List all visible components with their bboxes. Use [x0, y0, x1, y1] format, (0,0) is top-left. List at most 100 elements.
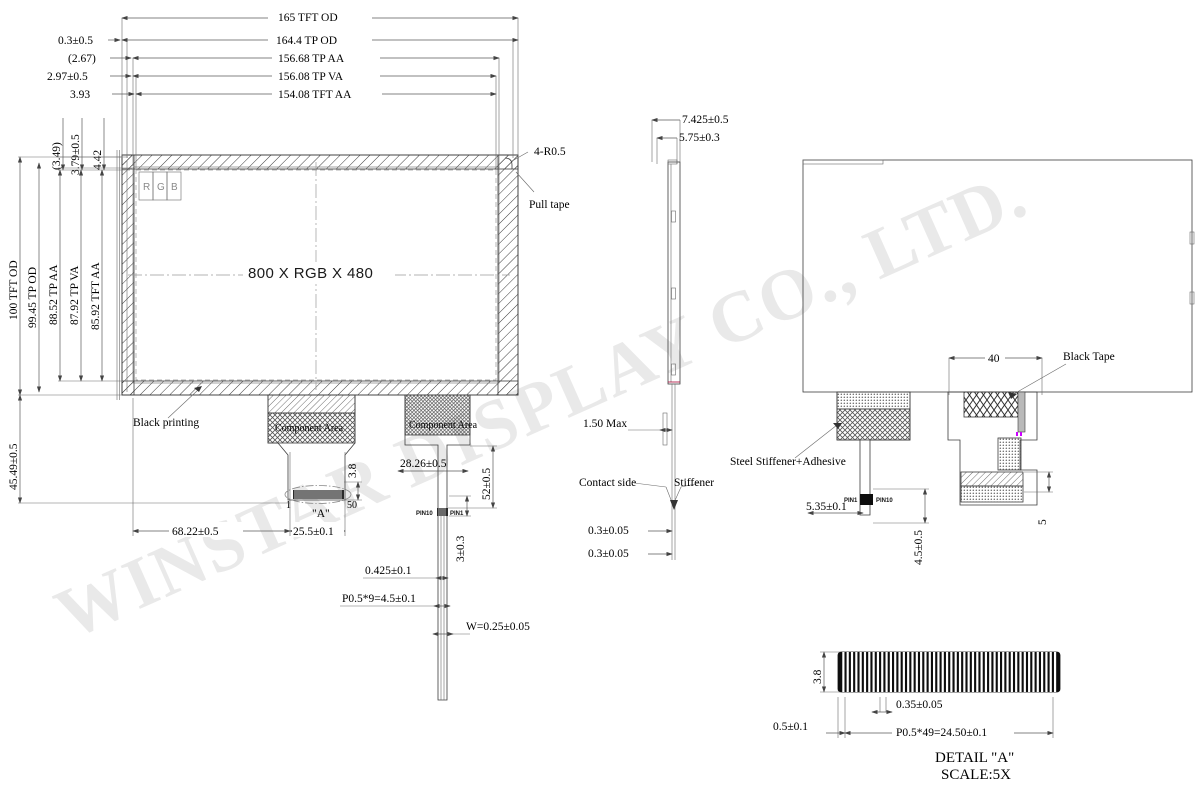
rear-dot-band [960, 485, 1024, 503]
offset-442-label: 4.42 [92, 150, 104, 170]
dim-150max-label: 1.50 Max [583, 418, 627, 430]
rear-view: Steel Stiffener+Adhesive PIN1 PIN10 5.35… [730, 159, 1195, 565]
leader-black-printing [167, 389, 199, 419]
black-tape-patch [963, 391, 1019, 418]
dim-detail-start-label: 0.5±0.1 [773, 721, 808, 733]
dim-03a-label: 0.3±0.05 [588, 525, 629, 537]
tp-pin-teeth [438, 508, 446, 516]
fpc-tail-tp: Component Area PIN10 PIN1 28.26±0.5 52±0… [340, 394, 530, 701]
dim-035-label: 0.35±0.05 [896, 699, 943, 711]
rear-fpc-left: Steel Stiffener+Adhesive PIN1 PIN10 5.35… [730, 391, 929, 565]
rgb-subpixel-group: R G B [138, 171, 182, 201]
dim-1644-label: 164.4 TP OD [276, 35, 337, 47]
dim-4549-label: 45.49±0.5 [8, 443, 20, 490]
side-tab-3 [671, 363, 676, 376]
dim-15608-bg [272, 67, 380, 82]
subpixel-b [166, 171, 182, 201]
detail-a-title: DETAIL "A" [935, 750, 1014, 766]
pad-strip-group [284, 485, 352, 504]
top-dimension-chain: 165 TFT OD 164.4 TP OD 0.3±0.5 156.68 TP… [47, 8, 519, 175]
rear-fpc-right-outline [947, 391, 1038, 506]
resolution-label: 800 X RGB X 480 [248, 265, 373, 282]
contact-side-label: Contact side [579, 477, 636, 489]
arrow-black-tape [1008, 392, 1017, 399]
dim-detail-pitch-label: P0.5*49=24.50±0.1 [896, 727, 987, 739]
dim-tp-pitch-label: P0.5*9=4.5±0.1 [342, 593, 416, 605]
tp-pin10-label: PIN10 [416, 511, 433, 517]
rear-pin10-label: PIN10 [876, 498, 893, 504]
rear-hatch-band [960, 471, 1024, 487]
pad-strip-teeth [294, 490, 342, 499]
dim-15608-label: 156.08 TP VA [278, 71, 344, 83]
dim-40-label: 40 [988, 353, 1000, 365]
offset-349-label: (3.49) [51, 142, 63, 170]
leader-stiffener [680, 482, 701, 488]
pin-number-last: 50 [347, 500, 357, 511]
dim-03b-label: 0.3±0.05 [588, 548, 629, 560]
black-tape-label: Black Tape [1063, 351, 1115, 363]
steel-stiffener-label: Steel Stiffener+Adhesive [730, 456, 846, 468]
side-tab-2 [671, 287, 676, 300]
detail-a-view: 3.8 0.5±0.1 0.35±0.05 P0.5*49=24.50±0.1 … [773, 651, 1061, 783]
arrow-black-printing [194, 386, 202, 392]
detail-pad-block [837, 651, 1061, 693]
dim-165-label: 165 TFT OD [278, 12, 338, 24]
rear-ic-block [997, 437, 1022, 471]
dim-8592-label: 85.92 TFT AA [90, 262, 102, 330]
rear-adhesive-band [836, 391, 911, 410]
subpixel-label-r: R [143, 182, 150, 193]
corner-radius-label: 4-R0.5 [534, 146, 566, 158]
dim-255-bg [292, 522, 344, 537]
stiffener-label: Stiffener [674, 477, 714, 489]
resolution-label-bg [243, 262, 395, 284]
black-printing-label: Black printing [133, 417, 199, 429]
dim-15668-bg [272, 49, 380, 64]
dim-tp-edge-label: 0.425±0.1 [365, 565, 412, 577]
front-view: R G B 800 X RGB X 480 4-R0.5 Pull tape B… [8, 8, 570, 701]
leader-contact-side [633, 482, 667, 488]
component-area-2-label: Component Area [409, 420, 478, 431]
offset-03-label: 0.3±0.5 [58, 35, 93, 47]
dim-100-label: 100 TFT OD [8, 260, 20, 320]
leader-steel-stiffener [794, 424, 838, 459]
corner-radius-notch [504, 157, 513, 169]
dim-trace-width-label: W=0.25±0.05 [466, 621, 530, 633]
pull-tape-label: Pull tape [529, 199, 570, 211]
rear-trace-band [1017, 391, 1026, 433]
dim-535-label: 5.35±0.1 [806, 501, 847, 513]
leader-pull-tape [515, 171, 535, 193]
dim-7425-label: 7.425±0.5 [682, 114, 729, 126]
detail-pad-teeth [842, 652, 1057, 692]
offset-297-label: 2.97±0.5 [47, 71, 88, 83]
dim-6822-label: 68.22±0.5 [172, 526, 219, 538]
leader-corner-radius [511, 151, 529, 162]
side-panel-body [667, 161, 681, 385]
left-dimension-chain: 100 TFT OD 99.45 TP OD 88.52 TP AA 87.92… [8, 156, 290, 504]
dim-5-label: 5 [1037, 519, 1049, 525]
offset-379-label: 3.79±0.5 [70, 134, 82, 175]
bottom-dimension-chain: 68.22±0.5 25.5±0.1 [132, 398, 346, 538]
rear-pin1-label: PIN1 [844, 498, 858, 504]
rear-steel-stiffener [836, 408, 911, 441]
dim-45-label: 4.5±0.5 [913, 530, 925, 565]
arrow-steel-stiffener [833, 423, 842, 429]
arrow-contact [670, 500, 678, 510]
side-stiffener-block [662, 412, 668, 446]
tp-pin1-label: PIN1 [450, 511, 464, 517]
dim-tp-pad-height-label: 3±0.3 [455, 535, 467, 562]
rear-tab-1 [1189, 231, 1195, 245]
rear-tab-top [802, 159, 884, 165]
subpixel-label-b: B [171, 182, 178, 193]
dim-tp-length-label: 52±0.5 [481, 468, 493, 500]
rear-tab-2 [1189, 291, 1195, 305]
dim-165-bg [268, 8, 372, 23]
dim-255-label: 25.5±0.1 [293, 526, 334, 538]
dim-1644-bg [268, 31, 372, 46]
side-tab-1 [671, 210, 676, 223]
dim-8852-label: 88.52 TP AA [48, 264, 60, 325]
detail-a-callout-label: "A" [312, 508, 330, 520]
offset-267-label: (2.67) [68, 53, 96, 65]
side-view: 7.425±0.5 5.75±0.3 1.50 Max Contact side… [579, 114, 729, 560]
tp-pin-pad [437, 508, 448, 516]
